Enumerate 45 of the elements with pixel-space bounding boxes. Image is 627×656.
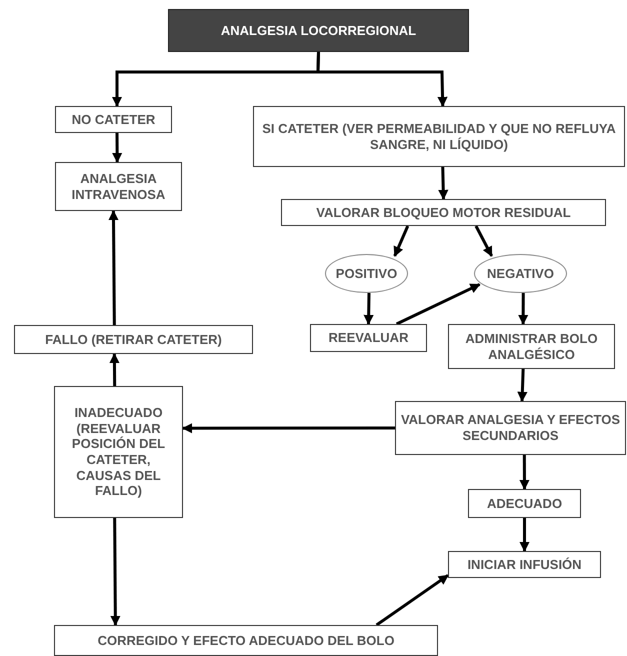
process-box bbox=[14, 325, 253, 354]
node-label: ANALGESIA LOCORREGIONAL bbox=[220, 22, 416, 38]
arrow bbox=[518, 293, 528, 326]
process-box bbox=[253, 106, 625, 167]
process-box bbox=[281, 199, 606, 226]
arrow bbox=[396, 283, 480, 326]
title-box bbox=[168, 9, 469, 52]
node-label: ANALGESIA INTRAVENOSA bbox=[70, 170, 166, 202]
node-label: NO CATETER bbox=[72, 112, 156, 128]
node-label: INICIAR INFUSIÓN bbox=[467, 556, 582, 572]
node-label: INADECUADO (REEVALUAR POSICIÓN DEL CATETER, CAUSAS DEL FALLO) bbox=[70, 405, 166, 499]
process-box bbox=[54, 386, 183, 518]
arrow bbox=[393, 225, 410, 257]
arrow bbox=[108, 210, 119, 326]
arrow bbox=[376, 574, 449, 626]
node-label: CORREGIDO Y EFECTO ADECUADO DEL BOLO bbox=[98, 632, 394, 648]
process-box bbox=[54, 625, 438, 656]
node-label: VALORAR ANALGESIA Y EFECTOS SECUNDARIOS bbox=[400, 412, 622, 444]
process-box bbox=[468, 489, 581, 518]
arrow bbox=[364, 292, 374, 326]
arrow bbox=[182, 423, 395, 434]
arrow bbox=[517, 368, 528, 402]
node-label: POSITIVO bbox=[336, 266, 398, 282]
arrow bbox=[109, 352, 120, 386]
node-label: ADMINISTRAR BOLO ANALGÉSICO bbox=[464, 330, 599, 362]
process-box bbox=[310, 324, 427, 352]
arrow bbox=[110, 518, 120, 626]
node-label: REEVALUAR bbox=[328, 330, 408, 346]
process-box bbox=[55, 106, 172, 133]
outcome-ellipse bbox=[474, 254, 567, 293]
arrow bbox=[112, 132, 122, 164]
arrow bbox=[474, 225, 493, 257]
arrow bbox=[438, 166, 448, 200]
process-box bbox=[448, 324, 615, 369]
node-label: VALORAR BLOQUEO MOTOR RESIDUAL bbox=[316, 204, 571, 220]
process-box bbox=[55, 162, 182, 211]
node-label: NEGATIVO bbox=[487, 266, 554, 282]
node-label: FALLO (RETIRAR CATETER) bbox=[45, 332, 222, 348]
arrow bbox=[519, 455, 530, 490]
process-box bbox=[448, 551, 601, 578]
node-label: ADECUADO bbox=[486, 496, 562, 512]
node-label: SI CATETER (VER PERMEABILIDAD Y QUE NO REFLUYA SANGRE, NI LÍQUIDO) bbox=[261, 120, 617, 152]
arrow bbox=[519, 518, 530, 552]
process-box bbox=[395, 401, 626, 455]
arrow bbox=[316, 52, 448, 108]
